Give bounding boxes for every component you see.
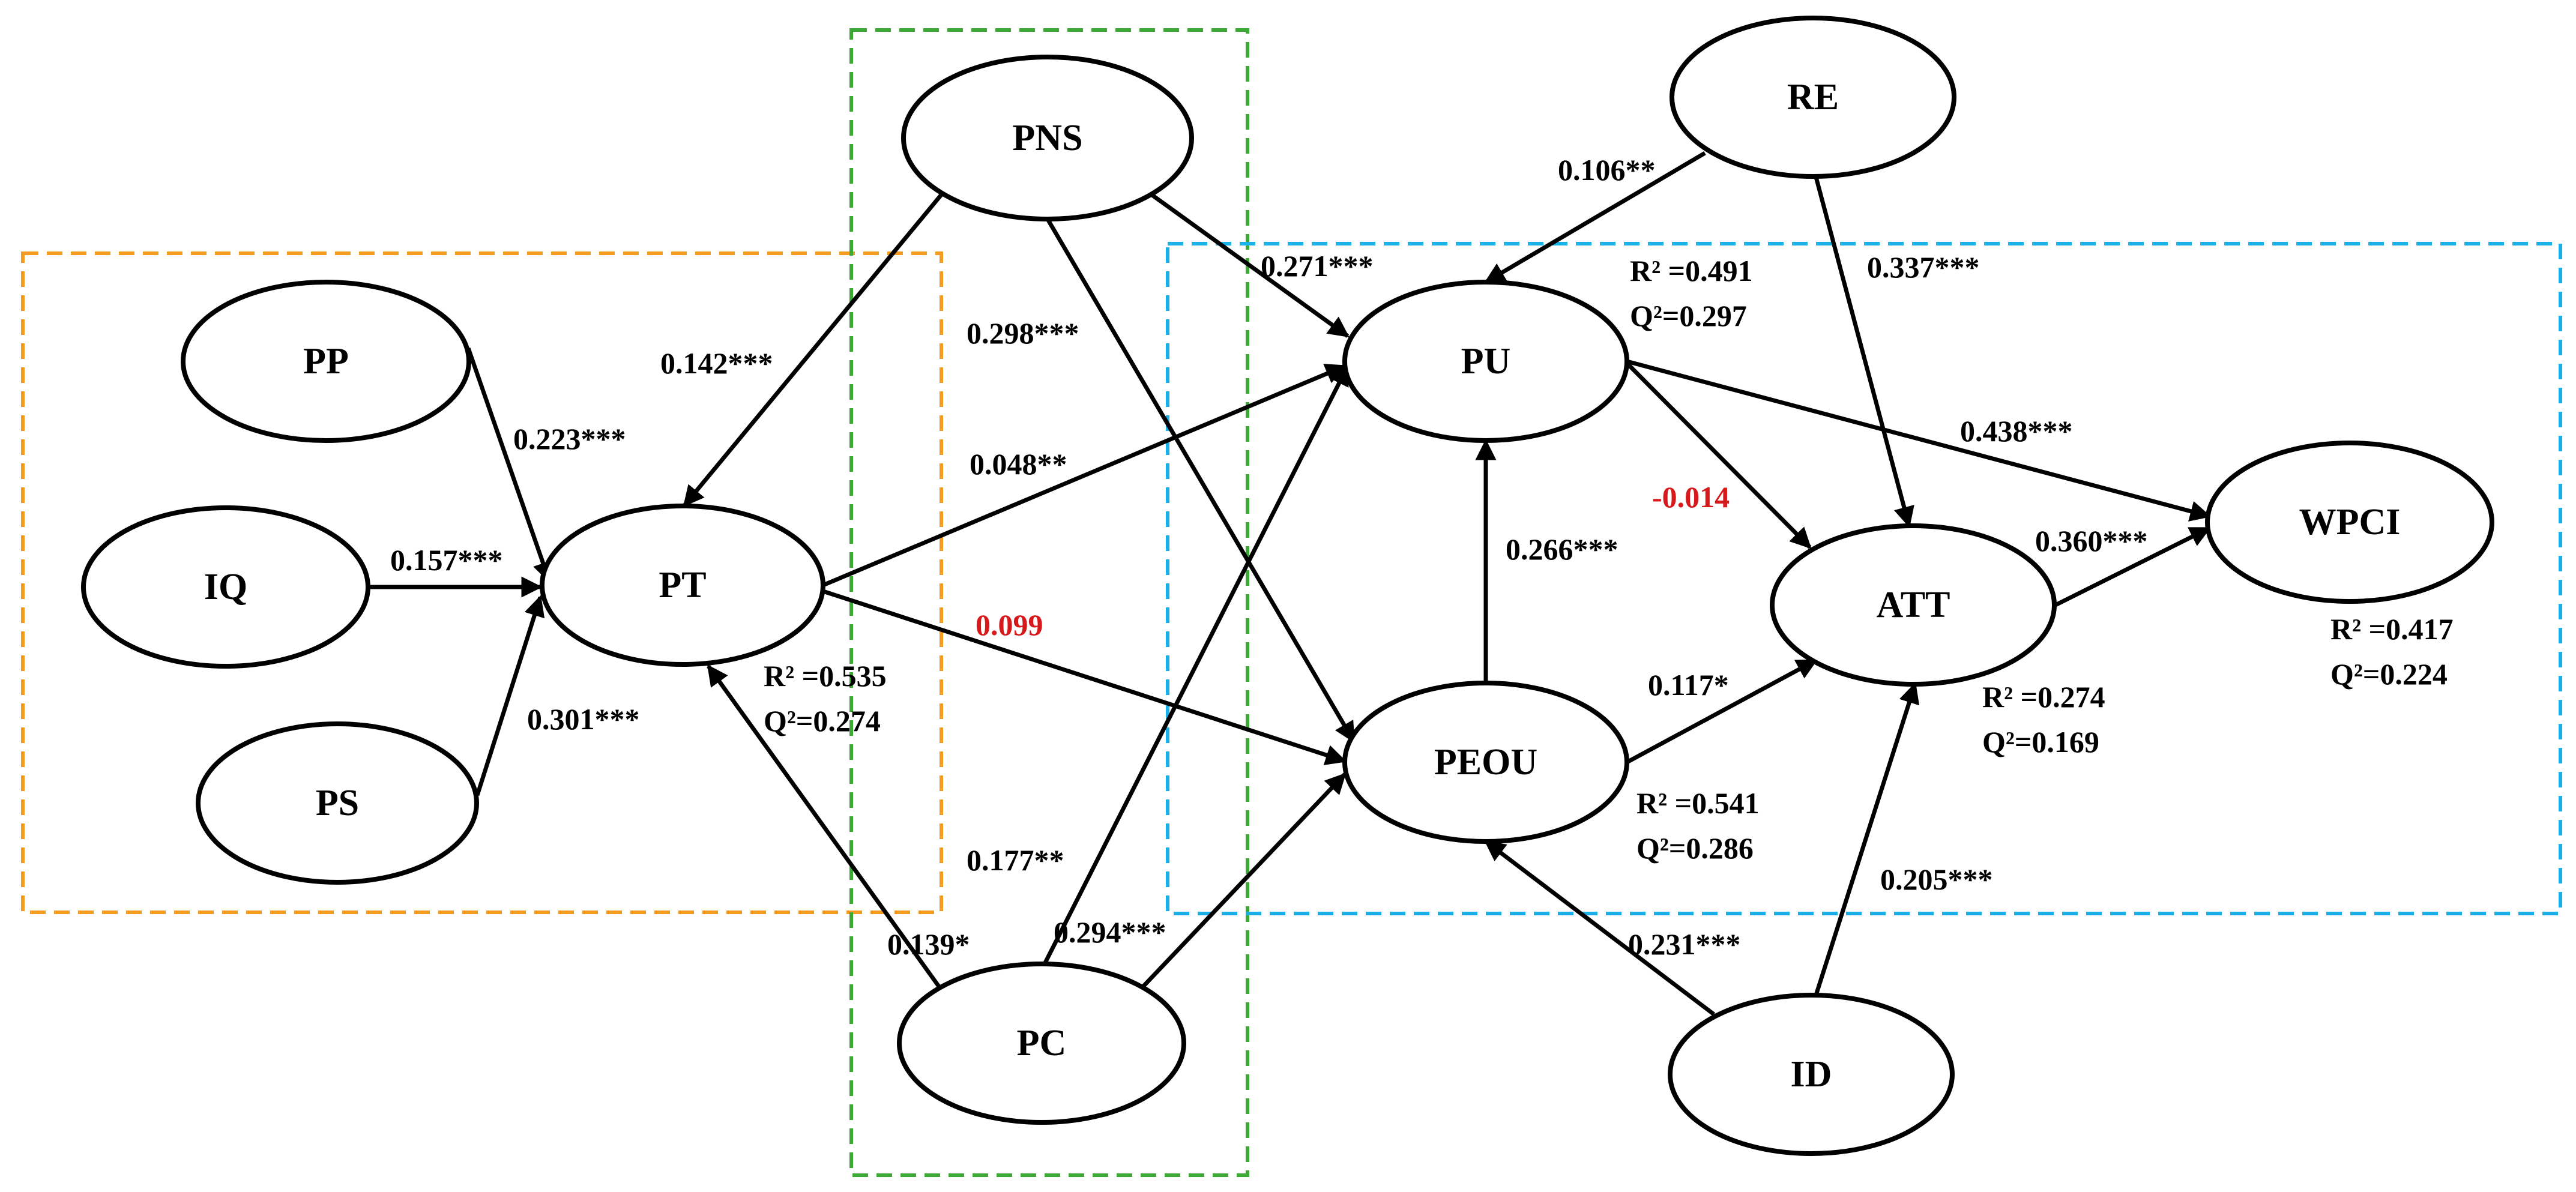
- edge-pu-wpci: [1626, 359, 2212, 522]
- edge-label-pu-wpci: 0.438***: [1960, 414, 2073, 448]
- edge-label-id-att: 0.205***: [1880, 862, 1993, 896]
- construct-statistics: R² =0.535 Q²=0.274 R² =0.491 Q²=0.297 R²…: [764, 254, 2454, 865]
- pt-r2-label: R² =0.535: [764, 659, 887, 693]
- edge-label-pc-peou: 0.294***: [1054, 915, 1166, 949]
- node-pns: PNS: [901, 55, 1194, 221]
- edge-label-pns-pt: 0.142***: [660, 346, 773, 380]
- edge-pu-att: [1625, 361, 1812, 549]
- edge-pns-pu: [1148, 191, 1350, 338]
- edge-label-pns-peou: 0.298***: [967, 316, 1079, 350]
- node-label-pp: PP: [303, 341, 349, 382]
- edge-pc-pt: [707, 664, 941, 989]
- nodes: PNS RE PP IQ PT PS PU PEOU: [81, 16, 2494, 1156]
- edge-label-att-wpci: 0.360***: [2035, 524, 2148, 558]
- edge-att-wpci: [2052, 526, 2212, 609]
- edge-peou-att: [1626, 658, 1818, 765]
- node-label-pns: PNS: [1012, 118, 1082, 158]
- edge-pns-peou: [1045, 218, 1356, 744]
- edge-pp-pt: [466, 347, 554, 583]
- node-pt: PT: [540, 504, 825, 667]
- edge-label-ps-pt: 0.301***: [527, 702, 640, 736]
- personal-factors-group-box: [21, 251, 943, 914]
- edge-label-pt-peou: 0.099: [976, 608, 1043, 642]
- edge-label-pp-pt: 0.223***: [513, 422, 626, 456]
- edge-ps-pt: [475, 595, 545, 796]
- node-wpci: WPCI: [2205, 441, 2494, 604]
- node-label-pt: PT: [659, 565, 706, 606]
- node-re: RE: [1670, 16, 1956, 179]
- node-iq: IQ: [81, 505, 370, 669]
- edge-pc-peou: [1139, 772, 1347, 991]
- peou-r2-label: R² =0.541: [1636, 786, 1760, 820]
- edge-label-iq-pt: 0.157***: [390, 543, 503, 577]
- edge-label-peou-att: 0.117*: [1648, 668, 1729, 702]
- edge-label-re-pu: 0.106**: [1558, 153, 1656, 187]
- social-factors-group-box: [849, 28, 1249, 1177]
- pu-r2-label: R² =0.491: [1630, 254, 1753, 287]
- peou-q2-label: Q²=0.286: [1636, 831, 1754, 865]
- edge-pns-pt: [683, 191, 944, 507]
- wpci-r2-label: R² =0.417: [2330, 612, 2454, 646]
- edge-label-pc-pt: 0.139*: [887, 927, 970, 961]
- edge-re-att: [1814, 176, 1914, 528]
- node-label-re: RE: [1787, 77, 1839, 118]
- edge-pt-peou: [822, 589, 1347, 765]
- edge-id-att: [1814, 682, 1920, 996]
- wpci-q2-label: Q²=0.224: [2330, 657, 2448, 691]
- node-label-id: ID: [1791, 1054, 1832, 1095]
- edge-label-peou-pu: 0.266***: [1506, 532, 1618, 566]
- edge-label-id-peou: 0.231***: [1628, 927, 1741, 961]
- node-pc: PC: [897, 962, 1186, 1125]
- node-ps: PS: [196, 721, 479, 885]
- node-label-pc: PC: [1017, 1023, 1067, 1064]
- node-pp: PP: [181, 280, 471, 443]
- pt-q2-label: Q²=0.274: [764, 704, 881, 738]
- edge-re-pu: [1483, 151, 1706, 284]
- att-r2-label: R² =0.274: [1982, 680, 2105, 714]
- node-label-pu: PU: [1461, 341, 1511, 382]
- tam-group-box: [1166, 242, 2562, 915]
- edge-label-pns-pu: 0.271***: [1261, 249, 1374, 283]
- pu-q2-label: Q²=0.297: [1630, 299, 1747, 333]
- node-label-ps: PS: [316, 783, 359, 823]
- node-label-wpci: WPCI: [2299, 502, 2401, 543]
- edge-label-re-att: 0.337***: [1867, 250, 1980, 284]
- edge-pt-pu: [822, 364, 1347, 588]
- edge-label-pc-pu: 0.177**: [967, 843, 1064, 877]
- edge-label-pu-att: -0.014: [1652, 480, 1730, 514]
- node-peou: PEOU: [1342, 681, 1629, 844]
- edge-pc-pu: [1042, 364, 1350, 965]
- node-label-peou: PEOU: [1434, 742, 1537, 783]
- edge-label-pt-pu: 0.048**: [970, 447, 1067, 481]
- node-att: ATT: [1770, 523, 2057, 687]
- att-q2-label: Q²=0.169: [1982, 725, 2099, 759]
- node-label-att: ATT: [1877, 585, 1950, 625]
- edge-id-peou: [1484, 840, 1716, 1016]
- node-id: ID: [1668, 993, 1955, 1156]
- node-pu: PU: [1342, 280, 1629, 443]
- node-label-iq: IQ: [204, 567, 247, 607]
- edges: 0.223*** 0.157*** 0.301*** 0.142*** 0.271***…: [368, 151, 2212, 1016]
